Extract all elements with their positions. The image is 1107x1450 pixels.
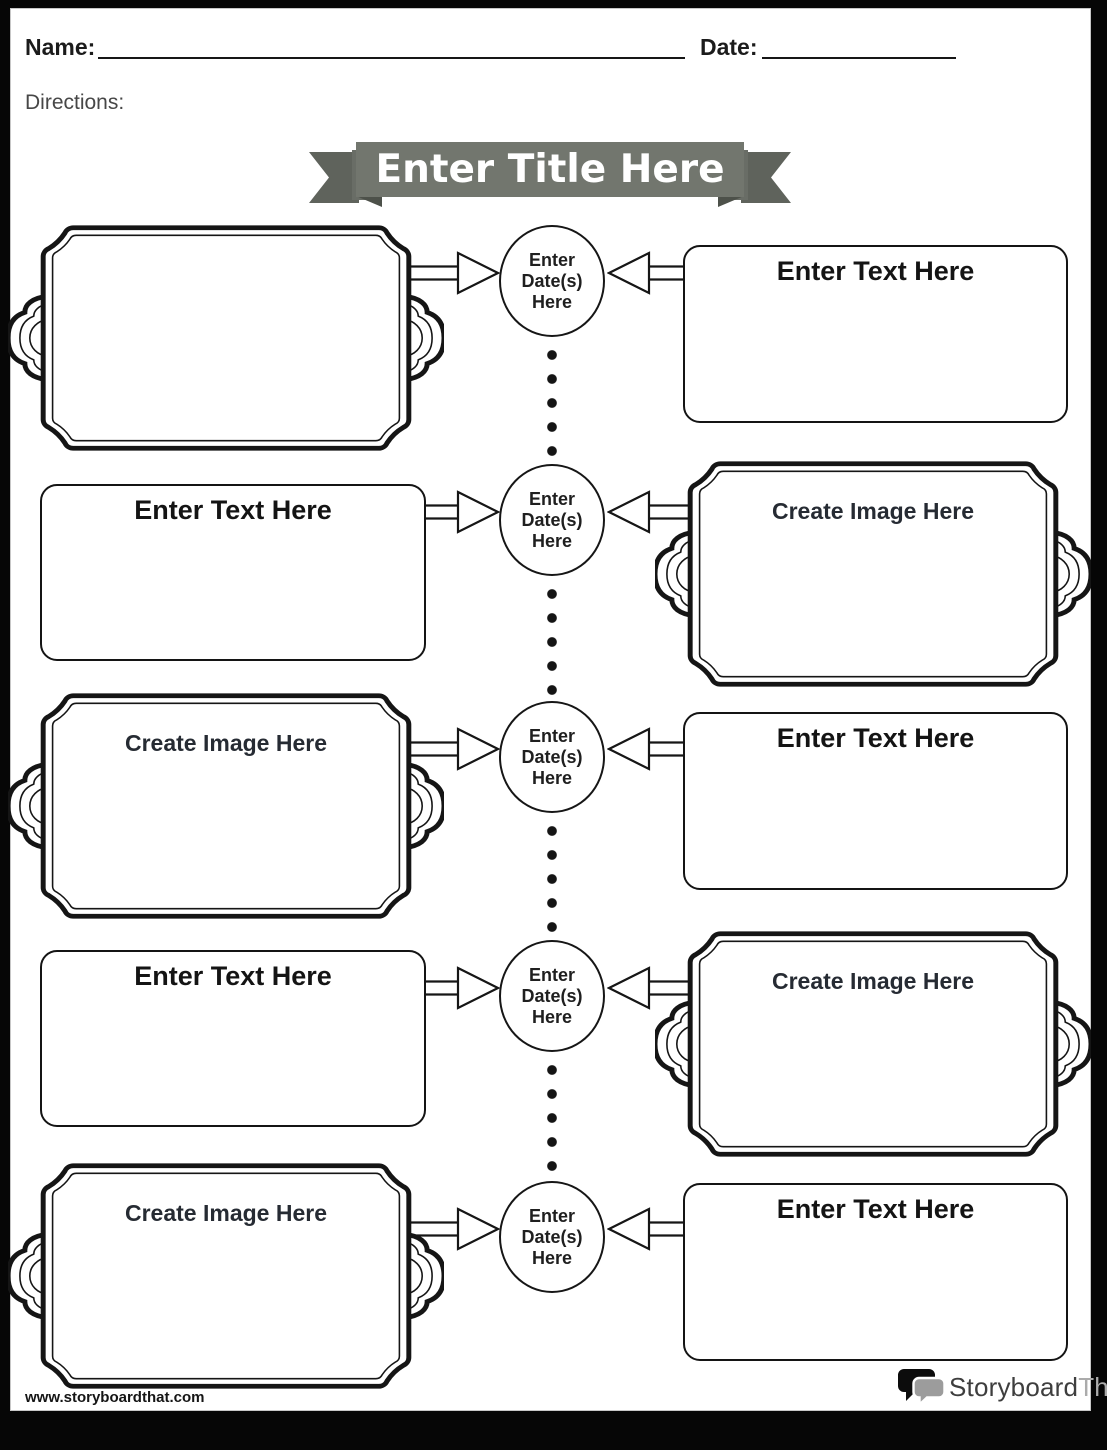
image-frame[interactable] [8,222,444,454]
speech-bubbles-icon [898,1369,944,1407]
image-frame[interactable]: Create Image Here [655,458,1091,690]
title-banner[interactable]: Enter Title Here [356,142,744,197]
text-box-label: Enter Text Here [776,256,975,286]
dotted-connector [546,343,558,463]
date-line[interactable] [762,57,956,59]
logo-text-dark: Storyboard [949,1371,1079,1402]
date-circle[interactable]: Enter Date(s) Here [499,1181,605,1293]
directions-label: Directions: [25,91,125,114]
dotted-connector [546,582,558,702]
dotted-connector [546,1058,558,1178]
date-circle[interactable]: Enter Date(s) Here [499,464,605,576]
name-label: Name: [25,34,96,60]
image-frame-label: Create Image Here [772,968,974,994]
date-circle[interactable]: Enter Date(s) Here [499,225,605,337]
ribbon-fold-shadow-left [356,196,382,207]
text-box-label: Enter Text Here [776,723,975,753]
text-box[interactable]: Enter Text Here [683,1183,1068,1361]
date-circle[interactable]: Enter Date(s) Here [499,940,605,1052]
image-frame[interactable]: Create Image Here [8,690,444,922]
logo-text-light: That [1078,1371,1107,1402]
storyboardthat-logo: StoryboardThat [898,1367,1107,1407]
dotted-connector [546,819,558,939]
website-url: www.storyboardthat.com [25,1389,205,1406]
name-line[interactable] [98,57,685,59]
image-frame[interactable]: Create Image Here [8,1160,444,1392]
text-box-label: Enter Text Here [776,1194,975,1224]
text-box[interactable]: Enter Text Here [40,484,426,661]
text-box[interactable]: Enter Text Here [683,245,1068,423]
image-frame-label: Create Image Here [772,498,974,524]
ribbon-fold-shadow-right [718,196,744,207]
text-box[interactable]: Enter Text Here [40,950,426,1127]
image-frame-label: Create Image Here [125,1200,327,1226]
date-circle[interactable]: Enter Date(s) Here [499,701,605,813]
image-frame-label: Create Image Here [125,730,327,756]
text-box[interactable]: Enter Text Here [683,712,1068,890]
image-frame[interactable]: Create Image Here [655,928,1091,1160]
text-box-label: Enter Text Here [134,961,332,991]
text-box-label: Enter Text Here [134,495,332,525]
date-label: Date: [700,34,758,60]
